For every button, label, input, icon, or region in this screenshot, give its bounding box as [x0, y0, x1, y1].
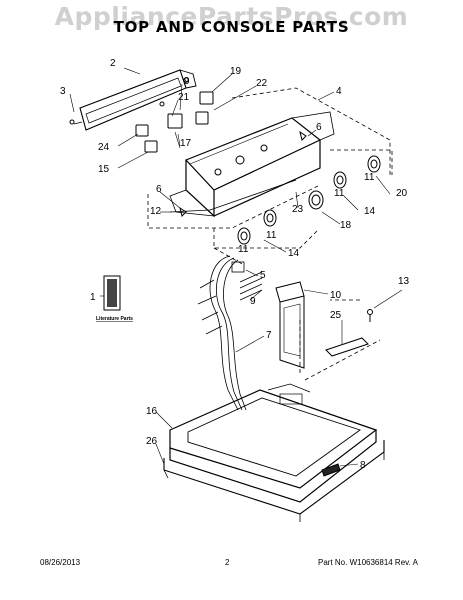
console-rear-panel — [69, 69, 197, 131]
footer-date: 08/26/2013 — [40, 558, 81, 567]
callout-2: 2 — [110, 58, 116, 69]
callout-15: 15 — [98, 164, 110, 175]
wire-harness — [169, 179, 297, 213]
hinge-cover — [325, 337, 369, 357]
top-panel — [169, 383, 378, 503]
callout-7: 7 — [266, 330, 272, 341]
page-title: TOP AND CONSOLE PARTS — [113, 18, 350, 36]
callout-23: 23 — [292, 204, 304, 215]
harness-clip — [321, 463, 341, 477]
watermark: AppliancePartsPros.com — [54, 2, 409, 31]
callout-6b: 6 — [156, 184, 162, 195]
footer-page-number: 2 — [225, 558, 230, 567]
callout-14: 14 — [364, 206, 376, 217]
callout-6: 6 — [316, 122, 322, 133]
literature-label: Literature Parts — [96, 316, 133, 322]
callout-25: 25 — [330, 310, 342, 321]
footer-part-number: Part No. W10636814 Rev. A — [318, 558, 418, 567]
console-housing — [169, 111, 335, 218]
callout-21: 21 — [178, 92, 190, 103]
callout-4: 4 — [336, 86, 342, 97]
callout-9: 9 — [184, 76, 190, 87]
callout-19: 19 — [230, 66, 242, 77]
callout-13: 13 — [398, 276, 410, 287]
callout-9b: 9 — [250, 296, 256, 307]
top-panel-base — [163, 440, 385, 522]
callout-11d: 11 — [238, 244, 249, 255]
console-clips — [179, 130, 307, 217]
control-switch-group — [135, 91, 214, 153]
callout-8: 8 — [360, 460, 366, 471]
callout-5: 5 — [260, 270, 266, 281]
callout-12: 12 — [150, 206, 162, 217]
callout-22: 22 — [256, 78, 268, 89]
knob-group-right — [308, 155, 381, 210]
callout-24: 24 — [98, 142, 110, 153]
callout-11c: 11 — [266, 230, 277, 241]
callout-18: 18 — [340, 220, 352, 231]
callout-26: 26 — [146, 436, 158, 447]
callout-17: 17 — [180, 138, 192, 149]
knob-group-lower — [237, 209, 277, 245]
callout-3: 3 — [60, 86, 66, 97]
callout-14b: 14 — [288, 248, 300, 259]
literature-packet — [103, 275, 121, 311]
leader-lines — [69, 67, 403, 467]
callout-11: 11 — [364, 172, 375, 183]
callout-10: 10 — [330, 290, 342, 301]
callout-16: 16 — [146, 406, 158, 417]
console-bracket — [275, 281, 305, 369]
screw — [367, 309, 373, 322]
callout-20: 20 — [396, 188, 408, 199]
main-wire-harness — [197, 255, 263, 411]
callout-labels: 2 3 19 9 21 22 4 6 24 17 15 11 20 6 11 1… — [60, 58, 410, 471]
callout-1: 1 — [90, 292, 96, 303]
callout-11b: 11 — [334, 188, 345, 199]
